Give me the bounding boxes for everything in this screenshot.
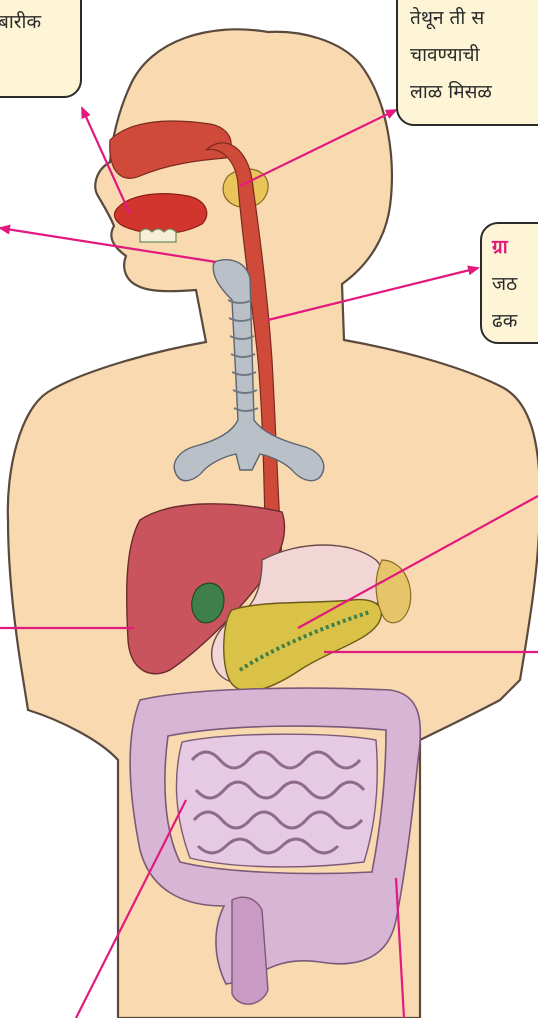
callout-saliva-line-3: लाळ मिसळ <box>410 74 538 111</box>
small-intestine <box>176 734 377 867</box>
callout-esophagus-line-1: जठ <box>492 266 538 303</box>
callout-saliva-line-1: तेथून ती स <box>410 0 538 37</box>
callout-mouth-line-1: बारीक <box>0 4 80 41</box>
callout-esophagus-title: ग्रा <box>492 229 538 266</box>
callout-mouth: बारीक <box>0 0 82 98</box>
rectum <box>232 897 268 1004</box>
tongue <box>115 194 207 234</box>
callout-saliva-line-2: चावण्याची <box>410 37 538 74</box>
callout-saliva: तेथून ती स चावण्याची लाळ मिसळ <box>396 0 538 126</box>
teeth <box>140 229 176 242</box>
callout-esophagus-line-2: ढक <box>492 303 538 340</box>
callout-esophagus: ग्रा जठ ढक <box>480 222 538 344</box>
